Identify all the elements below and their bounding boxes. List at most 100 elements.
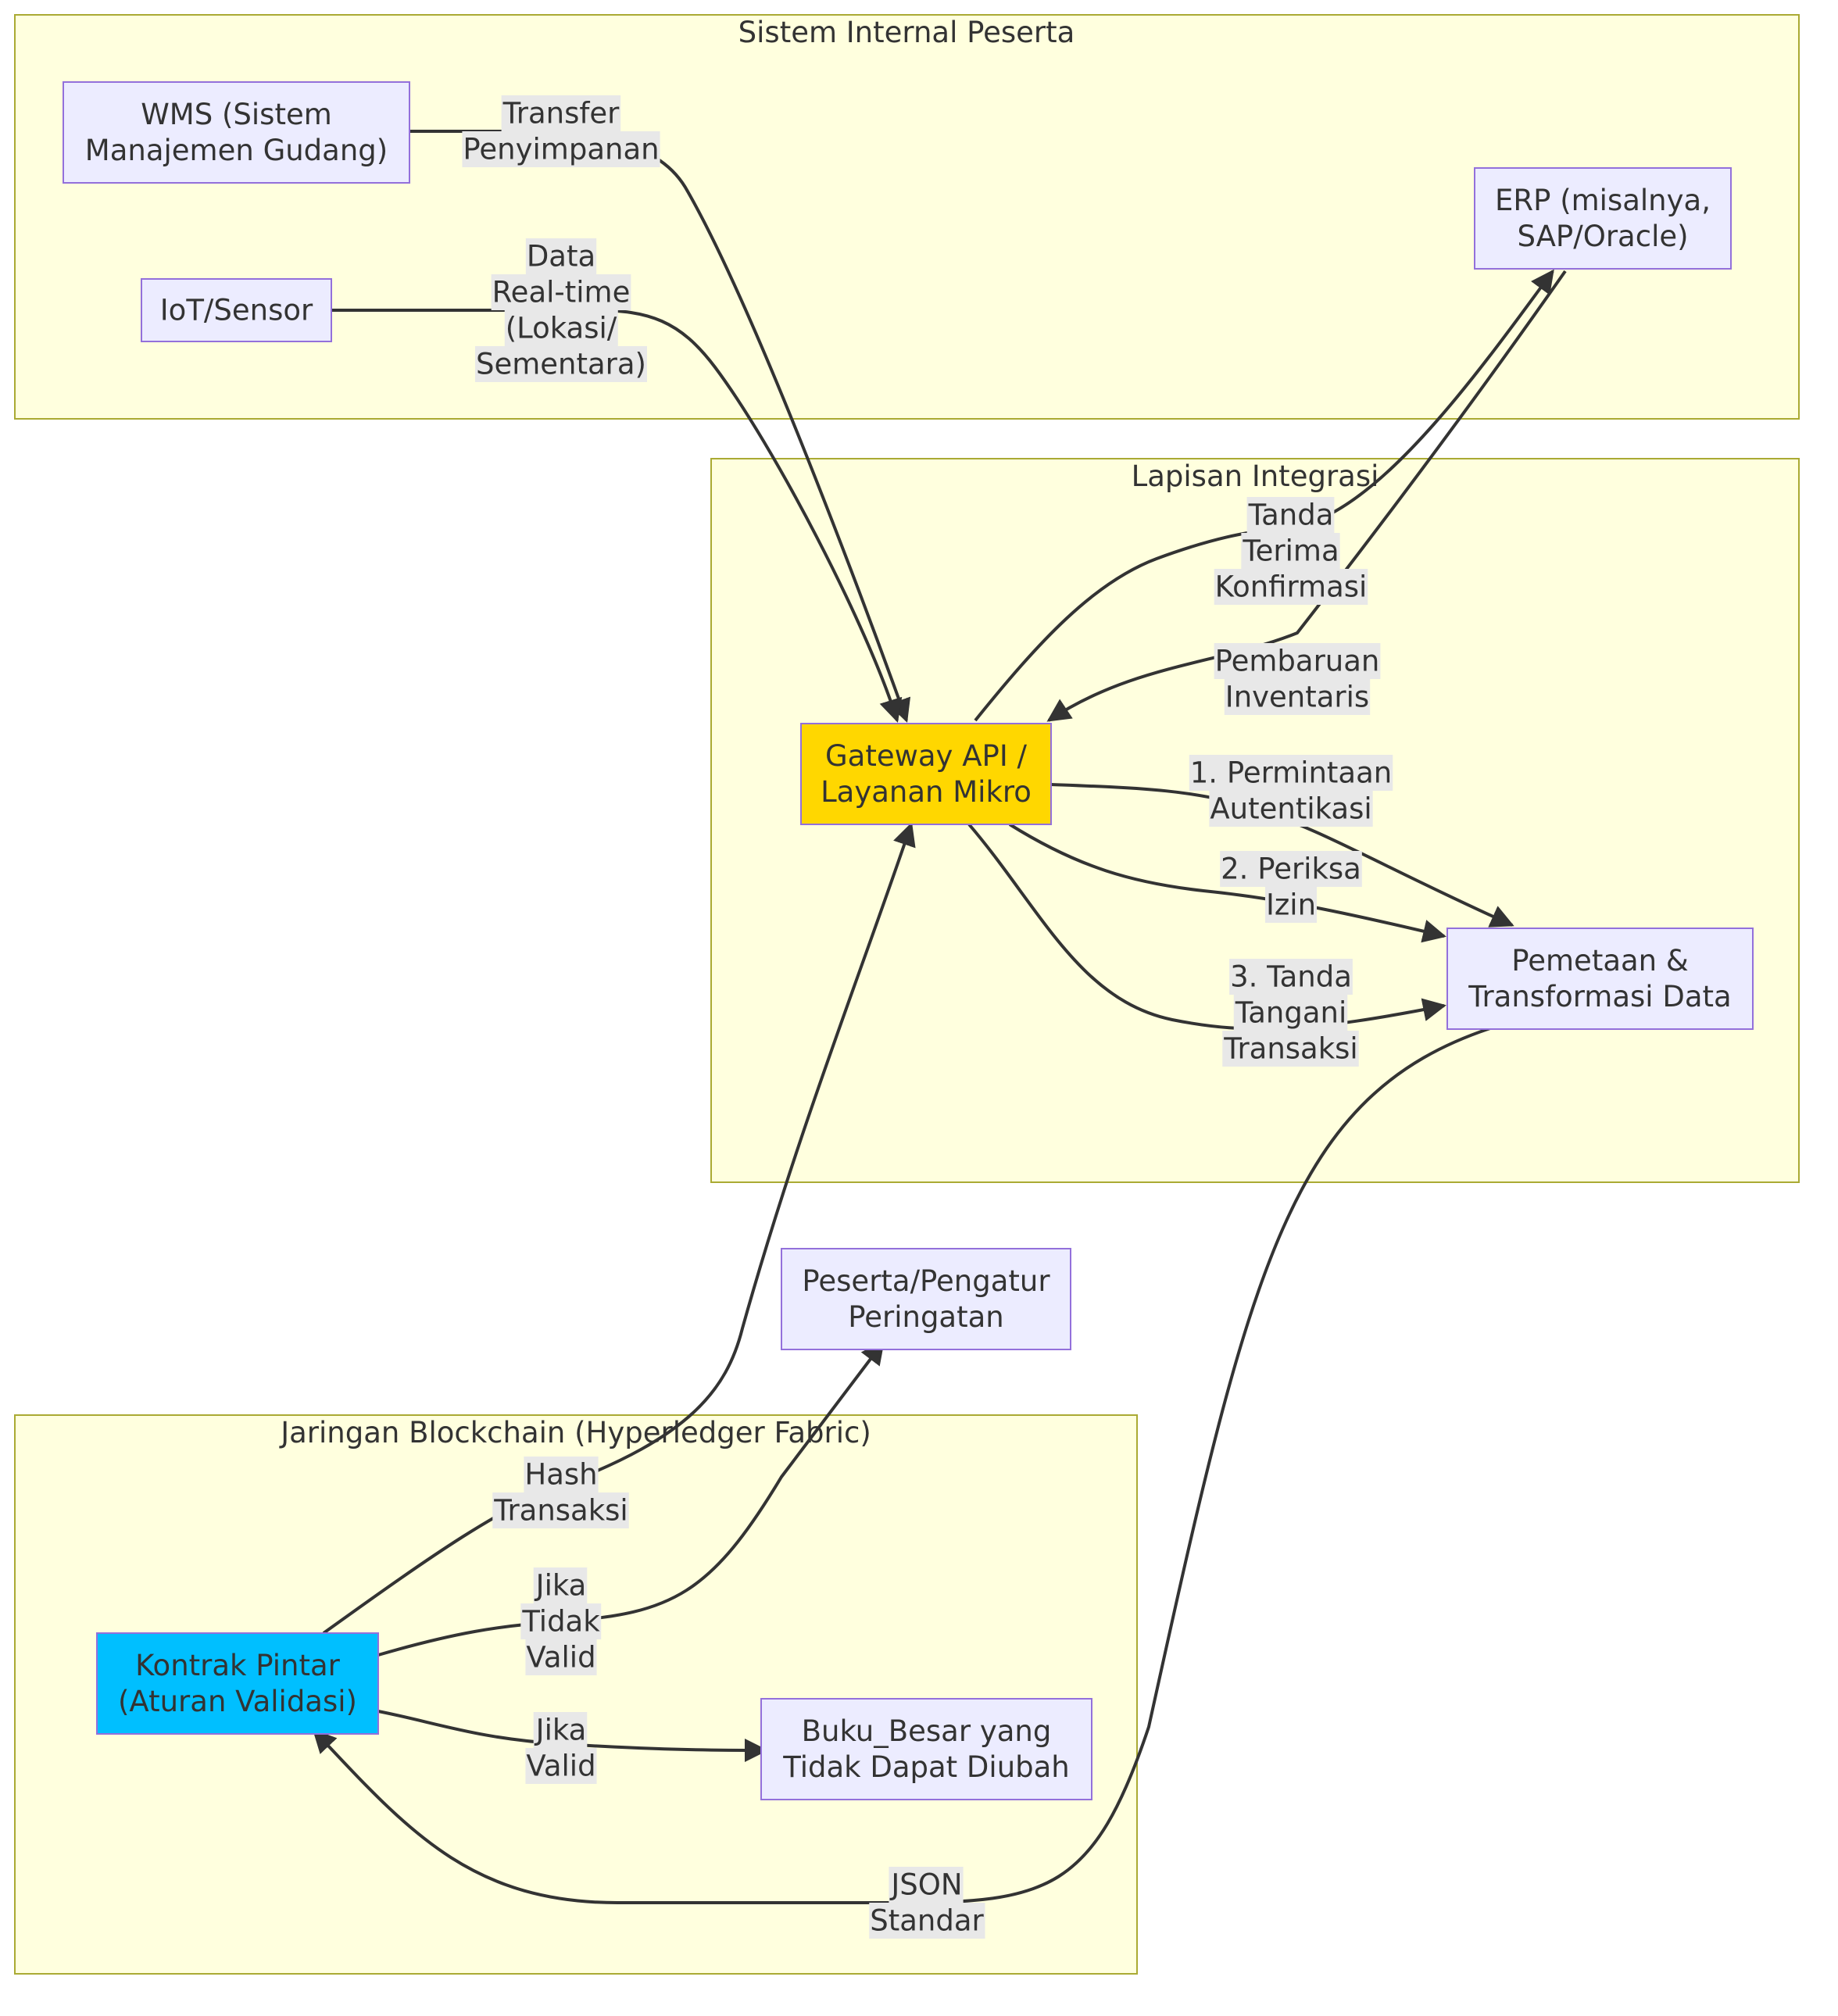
node-wms-label-line: Manajemen Gudang)	[85, 134, 388, 167]
label-auth-request-line: Autentikasi	[1210, 792, 1371, 826]
label-inventory-update-background	[1224, 679, 1371, 715]
cluster-internal-title: Sistem Internal Peserta	[738, 16, 1075, 49]
label-transfer-storage-line: Penyimpanan	[463, 133, 659, 166]
label-auth-request-background	[1209, 791, 1373, 827]
label-check-permission-line: 2. Periksa	[1221, 853, 1361, 886]
label-if-invalid-background	[525, 1639, 597, 1675]
label-transaction-hash-background	[492, 1492, 629, 1528]
label-realtime-data-line: Data	[527, 240, 595, 273]
node-wms-label-line: WMS (Sistem	[141, 98, 332, 131]
label-realtime-data-background	[474, 346, 648, 382]
node-erp-label-line: ERP (misalnya,	[1495, 184, 1711, 217]
label-if-valid-line: Jika	[535, 1714, 587, 1747]
label-sign-transaction-line: Tangani	[1235, 996, 1347, 1030]
label-confirmation-receipt-line: Terima	[1242, 534, 1339, 568]
cluster-integration-title: Lapisan Integrasi	[1132, 459, 1379, 493]
label-realtime-data-line: (Lokasi/	[506, 312, 617, 345]
label-if-invalid-background	[520, 1603, 602, 1639]
label-transfer-storage-background	[501, 95, 621, 131]
label-if-valid-background	[525, 1748, 597, 1784]
label-standard-json-background	[889, 1867, 964, 1903]
edge-contract-to-gateway	[322, 822, 916, 1635]
label-check-permission-background	[1220, 851, 1362, 887]
label-sign-transaction-background	[1233, 995, 1348, 1031]
node-data-mapping-label-line: Pemetaan &	[1511, 944, 1688, 978]
label-sign-transaction-line: 3. Tanda	[1230, 960, 1352, 994]
label-realtime-data-background	[491, 274, 631, 310]
edge-gateway-to-mapping-permission	[1008, 823, 1446, 943]
node-erp-label-line: SAP/Oracle)	[1517, 220, 1688, 253]
node-smart-contract-label-line: (Aturan Validasi)	[118, 1685, 357, 1718]
edge-iot-to-gateway	[331, 309, 903, 723]
label-auth-request-line: 1. Permintaan	[1190, 756, 1392, 790]
node-smart-contract[interactable]: Kontrak Pintar(Aturan Validasi)	[96, 1632, 379, 1735]
node-participant-alert-label-line: Peserta/Pengatur	[802, 1264, 1050, 1298]
label-auth-request-background	[1189, 755, 1393, 791]
label-check-permission-line: Izin	[1266, 888, 1316, 922]
label-if-valid-background	[533, 1712, 588, 1748]
label-transaction-hash-line: Hash	[524, 1458, 597, 1492]
node-immutable-ledger-box	[760, 1698, 1092, 1800]
node-participant-alert-box	[781, 1248, 1071, 1350]
label-confirmation-receipt-line: Tanda	[1248, 499, 1334, 532]
label-standard-json-line: JSON	[889, 1868, 962, 1902]
label-if-invalid-line: Jika	[535, 1569, 587, 1603]
label-sign-transaction-background	[1222, 1031, 1359, 1067]
node-immutable-ledger-label-line: Buku_Besar yang	[802, 1714, 1052, 1748]
label-realtime-data-background	[504, 310, 618, 346]
node-data-mapping-box	[1446, 928, 1754, 1030]
label-transfer-storage-background	[462, 131, 660, 167]
cluster-blockchain-title: Jaringan Blockchain (Hyperledger Fabric)	[279, 1416, 871, 1449]
label-transfer-storage-line: Transfer	[502, 97, 620, 130]
node-api-gateway-label-line: Layanan Mikro	[821, 775, 1032, 809]
node-iot-sensor[interactable]: IoT/Sensor	[141, 278, 332, 342]
node-iot-sensor-label-line: IoT/Sensor	[160, 294, 313, 327]
label-realtime-data-background	[525, 238, 597, 274]
node-api-gateway-box	[800, 723, 1052, 825]
label-sign-transaction-background	[1229, 959, 1353, 995]
label-inventory-update-line: Inventaris	[1225, 681, 1369, 714]
node-data-mapping-label-line: Transformasi Data	[1468, 980, 1731, 1013]
label-confirmation-receipt-background	[1241, 533, 1340, 569]
label-confirmation-receipt-background	[1214, 569, 1368, 605]
node-erp-box	[1474, 167, 1732, 270]
node-erp[interactable]: ERP (misalnya,SAP/Oracle)	[1474, 167, 1732, 270]
label-standard-json-background	[869, 1903, 985, 1939]
node-smart-contract-label-line: Kontrak Pintar	[135, 1649, 340, 1682]
node-immutable-ledger-label-line: Tidak Dapat Diubah	[782, 1750, 1070, 1784]
node-api-gateway-label-line: Gateway API /	[825, 739, 1028, 773]
label-confirmation-receipt-background	[1246, 497, 1335, 533]
label-if-invalid-background	[533, 1567, 588, 1603]
node-iot-sensor-box	[141, 278, 332, 342]
label-realtime-data-line: Sementara)	[476, 348, 646, 381]
label-transaction-hash-background	[524, 1457, 599, 1492]
node-wms-box	[63, 81, 410, 184]
node-participant-alert-label-line: Peringatan	[848, 1300, 1004, 1334]
label-standard-json-line: Standar	[870, 1904, 984, 1938]
label-if-valid-line: Valid	[526, 1750, 595, 1783]
edge-mapping-to-contract	[312, 1026, 1493, 1904]
node-data-mapping[interactable]: Pemetaan &Transformasi Data	[1446, 928, 1754, 1030]
node-smart-contract-box	[96, 1632, 379, 1735]
node-api-gateway[interactable]: Gateway API /Layanan Mikro	[800, 723, 1052, 825]
label-transaction-hash-line: Transaksi	[493, 1494, 628, 1528]
label-realtime-data-line: Real-time	[492, 276, 631, 309]
label-check-permission-background	[1264, 887, 1318, 923]
label-confirmation-receipt-line: Konfirmasi	[1215, 570, 1368, 604]
